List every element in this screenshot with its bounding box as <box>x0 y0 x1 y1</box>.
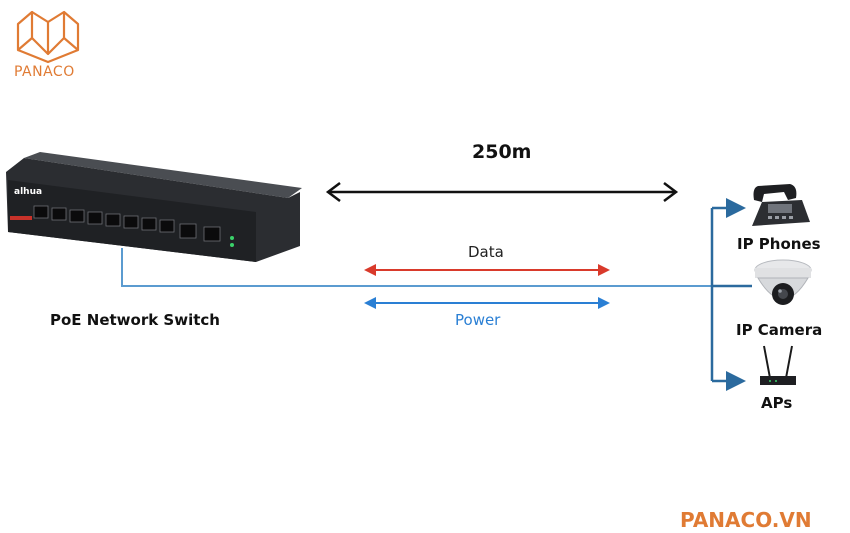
switch-label: PoE Network Switch <box>50 311 220 329</box>
cable-line <box>121 248 712 287</box>
logo-text: PANACO <box>14 64 75 80</box>
access-point-icon <box>760 345 796 385</box>
device-label-ip-phones: IP Phones <box>737 235 821 253</box>
switch-brand-mark: alhua <box>14 187 42 197</box>
ip-phone-icon <box>752 184 810 226</box>
distance-arrow <box>325 182 679 202</box>
poe-switch-icon: alhua <box>6 152 302 262</box>
distance-label: 250m <box>472 141 532 163</box>
footer-brand-text: PANACO.VN <box>680 508 812 532</box>
power-arrow <box>364 297 610 309</box>
power-label: Power <box>455 311 501 329</box>
device-label-aps: APs <box>761 394 793 412</box>
ip-camera-icon <box>754 259 812 305</box>
panaco-logo-icon <box>16 10 80 64</box>
data-label: Data <box>468 243 504 261</box>
data-arrow <box>364 264 610 276</box>
device-label-ip-camera: IP Camera <box>736 321 823 339</box>
